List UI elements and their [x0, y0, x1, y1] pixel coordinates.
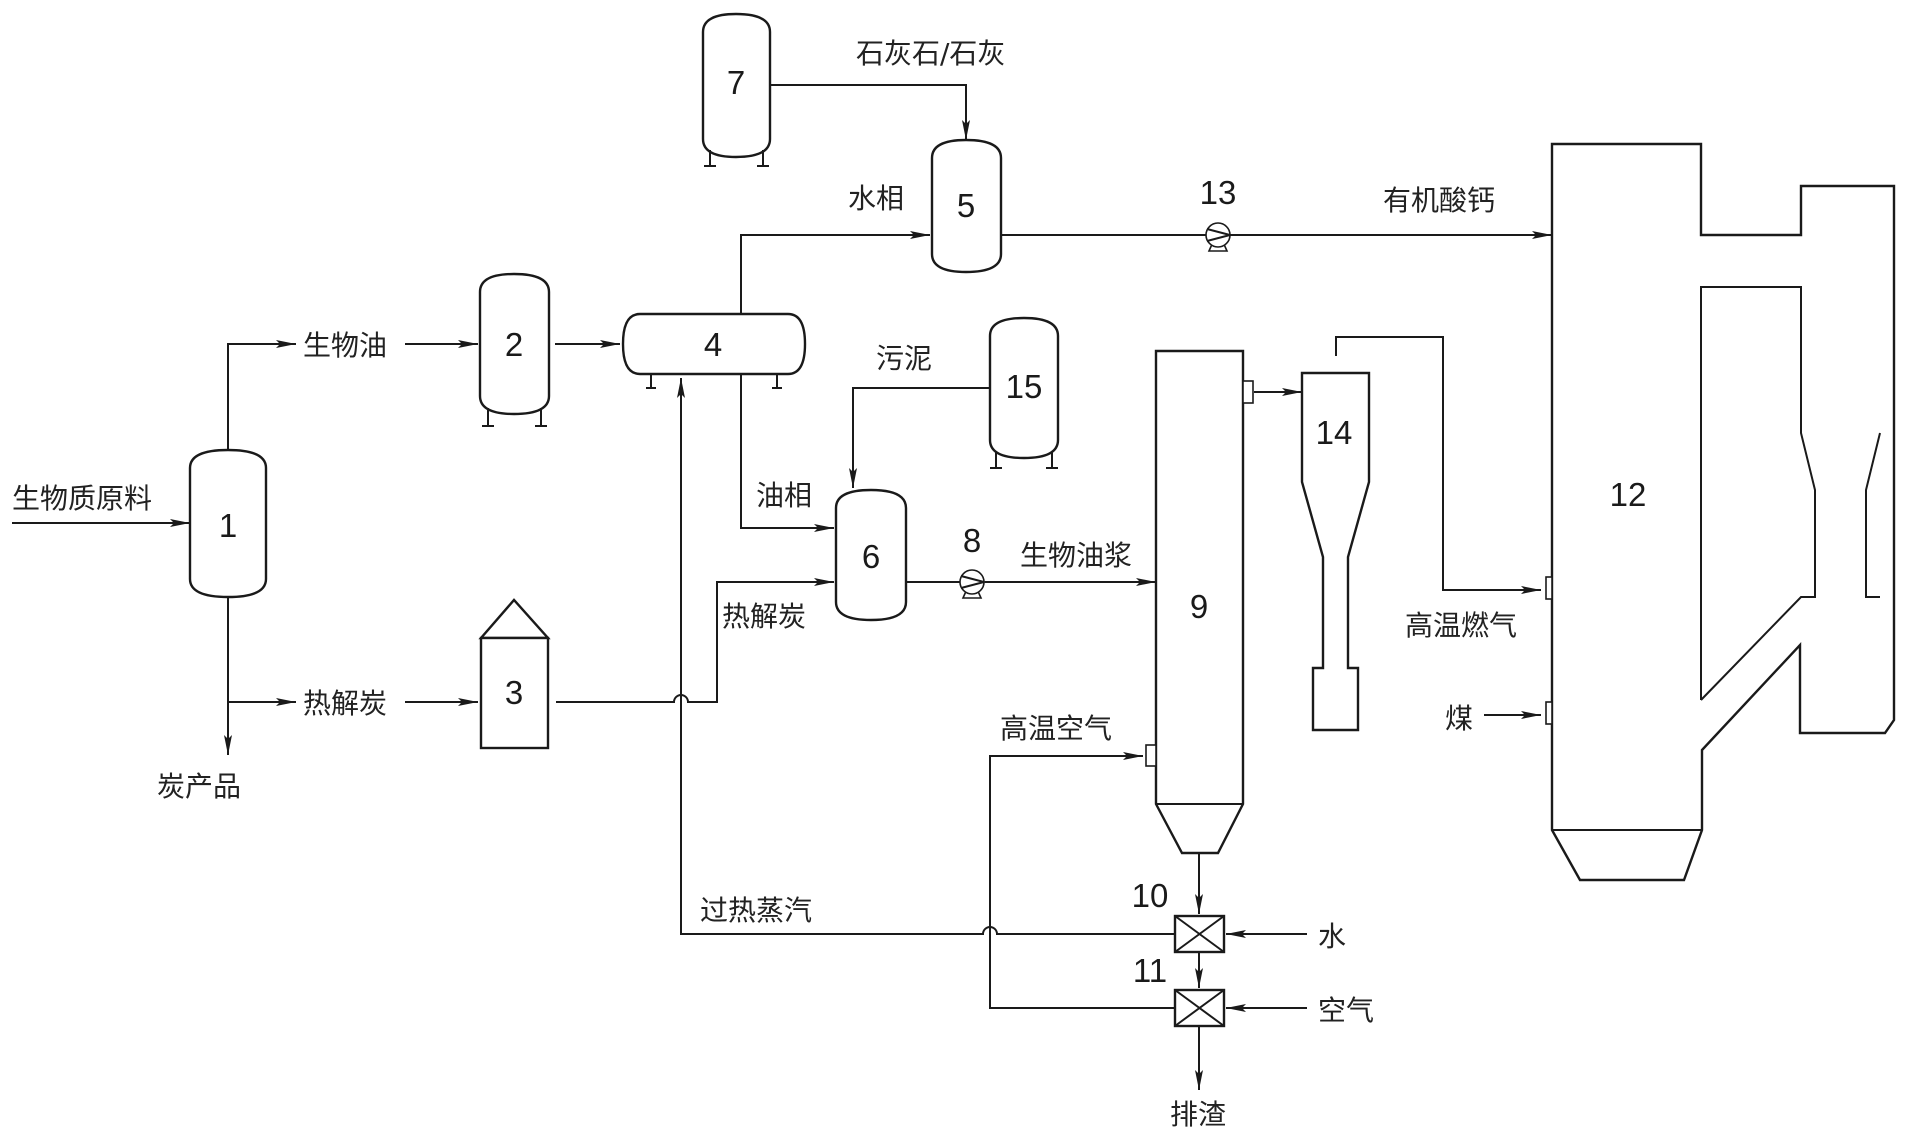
equipment-10-slag-cooler[interactable]: 10	[1132, 877, 1226, 954]
equipment-13-label: 13	[1200, 174, 1237, 211]
label-bio-oil-slurry: 生物油浆	[1020, 539, 1132, 572]
equipment-13-pump[interactable]: 13	[1200, 174, 1237, 252]
equipment-9-gasifier[interactable]: 9	[1145, 349, 1254, 855]
label-slag-discharge: 排渣	[1170, 1098, 1226, 1131]
equipment-3-char-silo[interactable]: 3	[478, 598, 551, 750]
line-1-to-bio-oil-label	[227, 340, 296, 450]
equipment-4-label: 4	[704, 326, 722, 363]
equipment-8-slurry-pump[interactable]: 8	[959, 522, 988, 599]
label-coal: 煤	[1445, 702, 1473, 735]
stream-labels: 生物质原料 生物油 热解炭 炭产品 石灰石/石灰 水相 有机酸钙 污泥 油相 热…	[12, 37, 1517, 1131]
label-hot-gas: 高温燃气	[1405, 609, 1517, 642]
equipment-11-slag-cooler[interactable]: 11	[1133, 952, 1226, 1028]
equipment-5-neutralization-tank[interactable]: 5	[930, 138, 1003, 274]
equipment-10-label: 10	[1132, 877, 1169, 914]
equipment-6-label: 6	[862, 538, 880, 575]
label-pyrolysis-char-to-6: 热解炭	[722, 600, 806, 633]
label-limestone-lime: 石灰石/石灰	[856, 37, 1005, 70]
equipment-7-limestone-tank[interactable]: 7	[701, 12, 772, 167]
equipment-1-label: 1	[219, 507, 237, 544]
equipment-2-bio-oil-tank[interactable]: 2	[478, 272, 551, 427]
label-air: 空气	[1318, 994, 1374, 1027]
label-sludge: 污泥	[876, 342, 932, 375]
label-char-product: 炭产品	[157, 770, 241, 803]
label-calcium-organate: 有机酸钙	[1383, 184, 1495, 217]
label-bio-oil: 生物油	[303, 329, 387, 362]
equipment-9-label: 9	[1190, 588, 1208, 625]
label-oil-phase: 油相	[756, 479, 812, 512]
equipment-15-label: 15	[1006, 368, 1043, 405]
label-water: 水	[1318, 920, 1346, 953]
equipment-7-label: 7	[727, 64, 745, 101]
equipment-15-sludge-tank[interactable]: 15	[988, 316, 1060, 469]
line-7-to-5-limestone	[770, 84, 970, 140]
line-4-to-5-water-phase	[740, 231, 930, 314]
equipment-2-label: 2	[505, 326, 523, 363]
equipment-5-label: 5	[957, 187, 975, 224]
equipment-6-slurry-mixing-tank[interactable]: 6	[834, 488, 908, 622]
equipment-14-cyclone[interactable]: 14	[1300, 371, 1371, 732]
line-11-to-9-hot-air	[989, 752, 1175, 1009]
label-superheated-steam: 过热蒸汽	[700, 894, 812, 927]
equipment-3-label: 3	[505, 674, 523, 711]
equipment-11-label: 11	[1133, 952, 1167, 989]
equipment-8-label: 8	[963, 522, 981, 559]
line-14-to-12-hot-gas	[1335, 336, 1541, 594]
label-hot-air: 高温空气	[1000, 712, 1112, 745]
equipment-14-label: 14	[1316, 414, 1353, 451]
line-4-to-6-oil-phase	[740, 374, 834, 532]
equipment-12-boiler[interactable]: 12	[1545, 142, 1896, 882]
line-3-to-6	[556, 578, 834, 703]
equipment-1-pyrolysis-reactor[interactable]: 1	[188, 448, 268, 599]
label-water-phase: 水相	[848, 182, 904, 215]
label-biomass-feed: 生物质原料	[12, 482, 152, 515]
label-pyrolysis-char: 热解炭	[303, 687, 387, 720]
pipelines	[12, 84, 1552, 1090]
equipment-4-oil-water-separator[interactable]: 4	[621, 312, 807, 389]
equipment-12-label: 12	[1610, 476, 1647, 513]
line-10-to-4-superheated-steam	[677, 378, 1175, 935]
line-15-to-6-sludge	[849, 387, 990, 488]
